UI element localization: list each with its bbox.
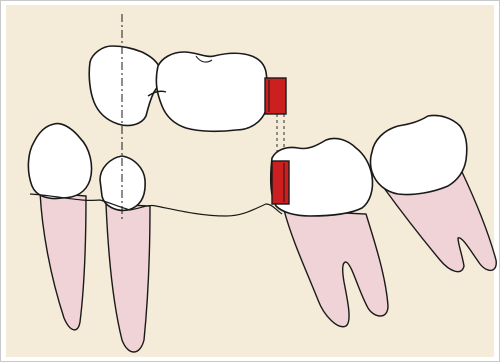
attachment-patrix <box>265 78 286 114</box>
bridge-prosthesis <box>89 46 286 131</box>
bridge-pontic <box>156 52 267 131</box>
attachment-matrix <box>272 161 289 204</box>
